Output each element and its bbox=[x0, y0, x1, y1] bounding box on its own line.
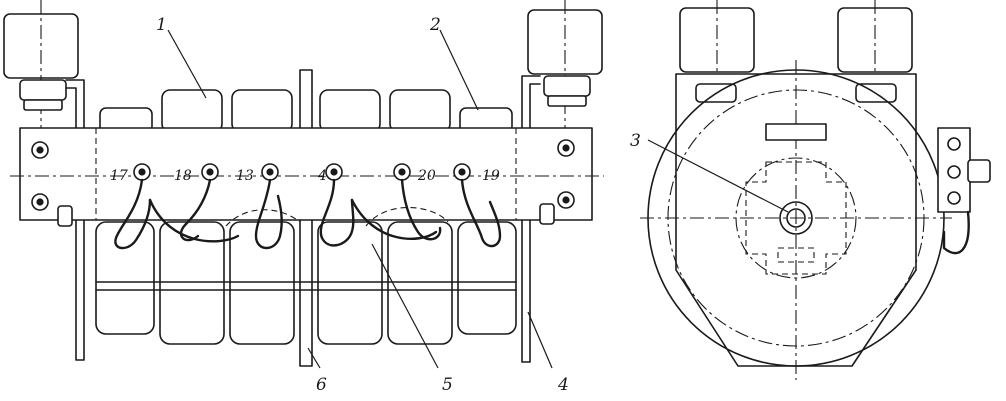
callout-4: 4 bbox=[557, 375, 569, 395]
end-view-inner-details bbox=[745, 123, 847, 275]
callout-6: 6 bbox=[316, 375, 327, 395]
resistor-elements bbox=[95, 221, 517, 345]
element-tops bbox=[99, 89, 513, 133]
end-view-insulators bbox=[679, 0, 913, 110]
terminal-label-13: 13 bbox=[236, 168, 254, 184]
jumper-cables bbox=[114, 178, 502, 250]
end-view bbox=[640, 0, 991, 380]
terminal-label-18: 18 bbox=[174, 168, 192, 184]
left-top-insulator bbox=[3, 0, 79, 140]
side-connectors bbox=[57, 203, 555, 227]
terminal-label-4: 4 bbox=[317, 168, 327, 184]
end-view-leader bbox=[647, 139, 789, 213]
terminal-label-19: 19 bbox=[482, 168, 500, 184]
callout-numbers: 1 2 3 4 5 6 bbox=[156, 15, 641, 395]
callout-1: 1 bbox=[156, 15, 167, 35]
callout-2: 2 bbox=[429, 15, 441, 35]
right-top-insulator bbox=[527, 0, 603, 140]
callout-5: 5 bbox=[442, 375, 453, 395]
side-view-leaders bbox=[167, 29, 553, 369]
side-view: 17 18 13 4 20 19 bbox=[3, 0, 604, 369]
terminal-label-20: 20 bbox=[417, 168, 436, 184]
terminal-labels: 17 18 13 4 20 19 bbox=[110, 168, 500, 184]
end-view-terminal-box bbox=[937, 127, 991, 255]
end-view-discs bbox=[640, 60, 952, 380]
callout-3: 3 bbox=[630, 131, 641, 151]
terminal-board bbox=[10, 127, 604, 221]
terminal-studs bbox=[133, 163, 471, 181]
terminal-label-17: 17 bbox=[110, 168, 128, 184]
